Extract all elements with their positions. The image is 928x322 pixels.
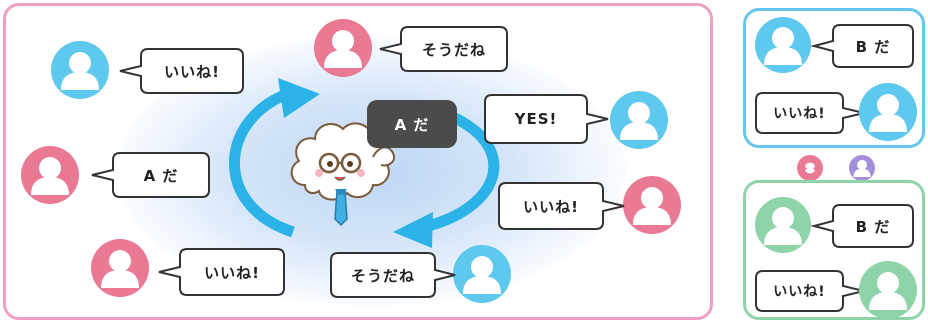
- bubble-side-top-upper: B だ: [810, 22, 916, 70]
- arrow-right-head-icon: [393, 212, 433, 248]
- bubble-side-top-lower: いいね!: [754, 90, 866, 136]
- avatar-blue-bottom-center-icon: [453, 245, 511, 303]
- bubble-right-upper: YES!: [482, 92, 610, 146]
- avatar-pink-left-middle-icon: [21, 146, 79, 204]
- center-dialog: A だ: [367, 100, 457, 148]
- arrow-right-curve-icon: [418, 113, 500, 234]
- bubble-bottom-center: そうだね: [328, 250, 456, 300]
- arrow-left-head-icon: [278, 78, 320, 118]
- avatar-blue-right-upper-icon: [610, 91, 668, 149]
- avatar-pink-small-icon: [797, 155, 823, 181]
- bubble-side-bottom-lower: いいね!: [754, 268, 866, 314]
- bubble-right-lower: いいね!: [496, 180, 626, 232]
- avatar-blue-side-top-lower-icon: [859, 83, 917, 141]
- avatar-blue-side-top-upper-icon: [755, 17, 811, 73]
- avatar-purple-small-icon: [849, 155, 875, 181]
- avatar-pink-right-lower-icon: [623, 176, 681, 234]
- avatar-pink-bottom-left-icon: [91, 239, 149, 297]
- bubble-top-center: そうだね: [378, 24, 510, 74]
- avatar-pink-top-center-icon: [314, 19, 372, 77]
- avatar-green-side-bottom-lower-icon: [859, 261, 917, 319]
- bubble-side-bottom-upper: B だ: [810, 202, 916, 250]
- bubble-top-left: いいね!: [118, 46, 246, 96]
- bubble-left-middle: A だ: [90, 150, 212, 200]
- bubble-bottom-left: いいね!: [157, 246, 287, 298]
- avatar-green-side-bottom-upper-icon: [755, 197, 811, 253]
- avatar-blue-top-left-icon: [51, 41, 109, 99]
- arrow-left-curve-icon: [229, 86, 295, 238]
